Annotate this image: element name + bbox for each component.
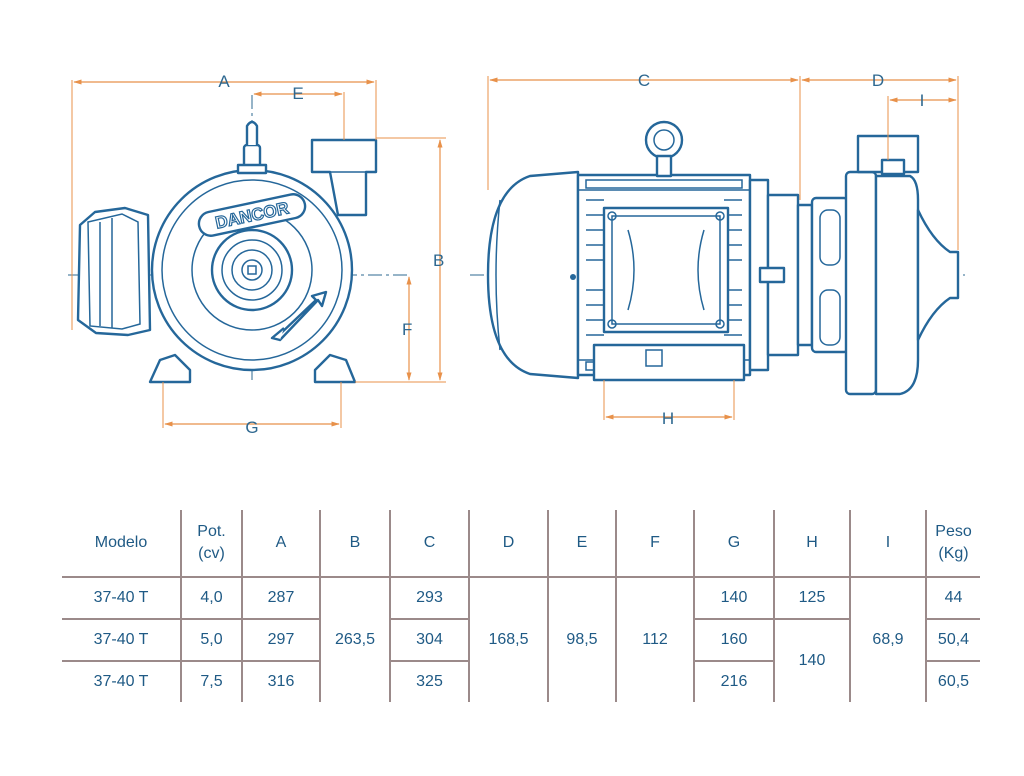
cell-a: 297 [241, 618, 320, 661]
cell-g: 160 [693, 618, 774, 661]
cell-b-shared: 263,5 [319, 576, 390, 702]
base-feet [148, 353, 357, 384]
header-a: A [241, 510, 320, 578]
header-b: B [319, 510, 390, 578]
cell-modelo: 37-40 T [62, 618, 181, 661]
pump-head-side [844, 134, 960, 396]
suction-inlet [210, 228, 294, 312]
header-peso-line2: (Kg) [938, 545, 969, 562]
dim-label-b: B [433, 251, 444, 270]
cell-h-shared: 140 [773, 618, 850, 702]
dimensions-table: Modelo Pot. (cv) A B C D E F G H I Peso … [62, 510, 980, 702]
dim-label-a: A [218, 72, 230, 91]
motor-feet [592, 343, 746, 382]
cell-h: 125 [773, 576, 850, 619]
header-c: C [389, 510, 469, 578]
rotation-arrow [270, 290, 328, 342]
cell-g: 140 [693, 576, 774, 619]
cell-modelo: 37-40 T [62, 576, 181, 619]
cell-pot: 7,5 [180, 660, 242, 702]
header-pot: Pot. (cv) [180, 510, 242, 578]
header-peso-line1: Peso [935, 523, 972, 540]
header-modelo: Modelo [62, 510, 181, 578]
priming-plug [236, 120, 268, 175]
motor-end-cap [486, 170, 580, 380]
motor-terminal-box [602, 206, 730, 334]
cell-f-shared: 112 [615, 576, 694, 702]
dim-label-h: H [662, 409, 674, 428]
header-h: H [773, 510, 850, 578]
terminal-box [76, 206, 152, 337]
cell-modelo: 37-40 T [62, 660, 181, 702]
cell-peso: 44 [925, 576, 980, 619]
header-g: G [693, 510, 774, 578]
dim-label-g: G [245, 418, 258, 437]
header-f: F [615, 510, 694, 578]
header-d: D [468, 510, 548, 578]
cell-peso: 60,5 [925, 660, 980, 702]
cell-c: 304 [389, 618, 469, 661]
cell-e-shared: 98,5 [547, 576, 616, 702]
cell-pot: 5,0 [180, 618, 242, 661]
cell-peso: 50,4 [925, 618, 980, 661]
table-row: 37-40 T 7,5 316 325 216 60,5 [62, 660, 980, 702]
dim-label-c: C [638, 71, 650, 90]
side-view: C D I H [470, 71, 965, 428]
cell-c: 325 [389, 660, 469, 702]
header-pot-line1: Pot. [197, 523, 226, 540]
cell-a: 316 [241, 660, 320, 702]
lifting-eye-icon [644, 120, 684, 178]
cell-pot: 4,0 [180, 576, 242, 619]
dim-label-f: F [402, 320, 412, 339]
cell-c: 293 [389, 576, 469, 619]
cell-a: 287 [241, 576, 320, 619]
header-e: E [547, 510, 616, 578]
header-peso: Peso (Kg) [925, 510, 980, 578]
pump-dimension-drawing: DANCOR A E B F G [68, 71, 965, 437]
discharge-outlet [310, 138, 378, 217]
dim-label-i: I [920, 91, 925, 110]
front-view: DANCOR A E B F G [68, 72, 446, 437]
table-header-row: Modelo Pot. (cv) A B C D E F G H I Peso … [62, 510, 980, 578]
header-pot-line2: (cv) [198, 545, 225, 562]
cell-i-shared: 68,9 [849, 576, 926, 702]
cell-d-shared: 168,5 [468, 576, 548, 702]
header-i: I [849, 510, 926, 578]
dim-label-e: E [292, 84, 303, 103]
table-row: 37-40 T 4,0 287 263,5 293 168,5 98,5 112… [62, 576, 980, 702]
table-row: 37-40 T 5,0 297 304 160 140 50,4 [62, 618, 980, 702]
cell-g: 216 [693, 660, 774, 702]
dim-label-d: D [872, 71, 884, 90]
